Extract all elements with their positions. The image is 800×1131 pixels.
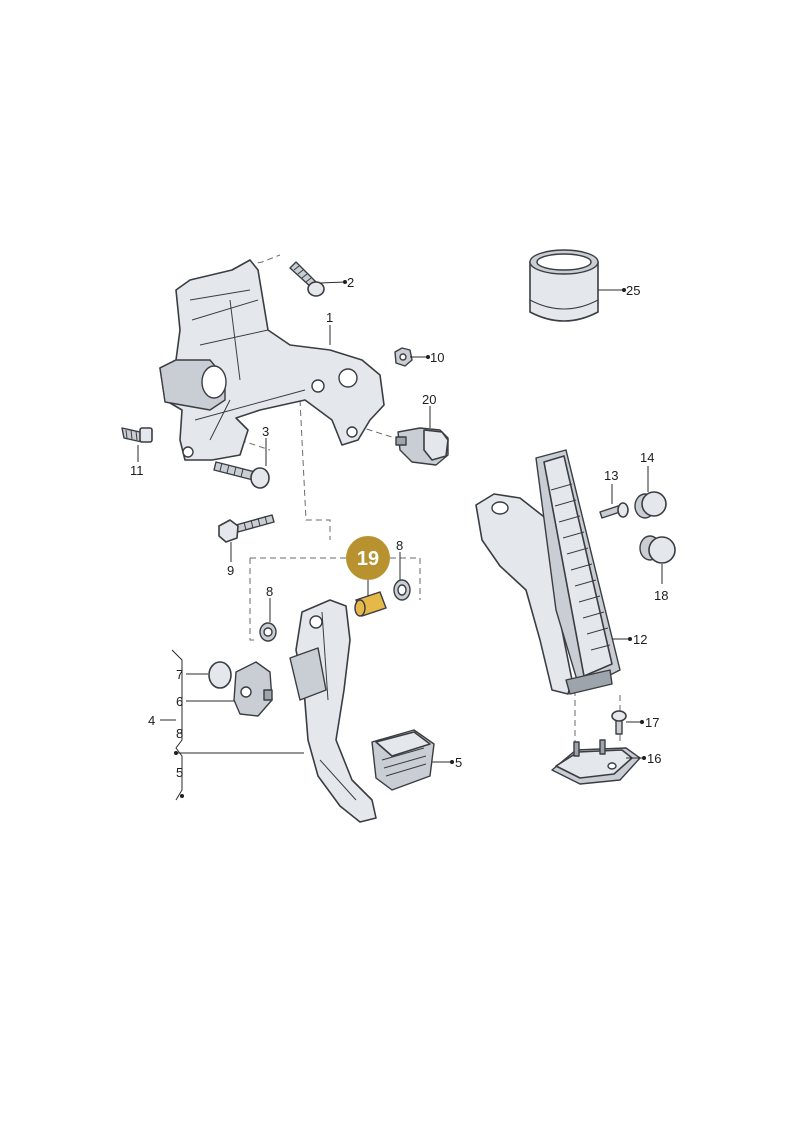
- bolt-part-11: [121, 427, 153, 443]
- label-25: 25: [626, 283, 640, 298]
- label-8-group: 8: [176, 726, 183, 741]
- label-10: 10: [430, 350, 444, 365]
- label-18: 18: [654, 588, 668, 603]
- screw-part-2: [289, 261, 325, 297]
- pedal-pad-part-5: [371, 729, 435, 791]
- label-8-left: 8: [266, 584, 273, 599]
- label-3: 3: [262, 424, 269, 439]
- washer-part-8-right: [393, 579, 411, 601]
- label-13: 13: [604, 468, 618, 483]
- label-9: 9: [227, 563, 234, 578]
- label-17: 17: [645, 715, 659, 730]
- bolt-part-9: [218, 514, 275, 543]
- label-20: 20: [422, 392, 436, 407]
- highlight-badge: 19: [346, 536, 390, 580]
- bracket-part-6: [233, 661, 273, 717]
- clutch-pedal: [289, 599, 377, 823]
- stop-part-18: [639, 535, 676, 564]
- cap-part-7: [208, 661, 232, 689]
- label-14: 14: [640, 450, 654, 465]
- label-6: 6: [176, 694, 183, 709]
- label-4: 4: [148, 713, 155, 728]
- pedal-bracket: [159, 259, 385, 461]
- switch-part-20: [395, 427, 449, 466]
- label-5-group: 5: [176, 765, 183, 780]
- washer-part-8-left: [259, 622, 277, 642]
- screw-part-17: [611, 710, 627, 735]
- screw-part-13: [599, 502, 629, 519]
- label-1: 1: [326, 310, 333, 325]
- label-2: 2: [347, 275, 354, 290]
- label-11: 11: [130, 463, 144, 478]
- label-5: 5: [455, 755, 462, 770]
- label-16: 16: [647, 751, 661, 766]
- sleeve-part-19: [354, 591, 387, 617]
- highlight-label: 19: [357, 548, 379, 570]
- label-7: 7: [176, 667, 183, 682]
- bushing-part-25: [529, 249, 599, 322]
- nut-part-10: [394, 347, 413, 367]
- label-8-right: 8: [396, 538, 403, 553]
- base-plate-part-16: [551, 739, 641, 785]
- stop-part-14: [634, 491, 667, 519]
- label-12: 12: [633, 632, 647, 647]
- leader-dots: [174, 280, 646, 798]
- leader-lines: [137, 281, 663, 801]
- bolt-part-3: [213, 461, 270, 489]
- accelerator-pedal-part-12: [475, 449, 621, 695]
- part-labels: 2 1 10 20 3 11 9 25 8 8 7 6 4 8 5 5 12 1…: [130, 275, 668, 780]
